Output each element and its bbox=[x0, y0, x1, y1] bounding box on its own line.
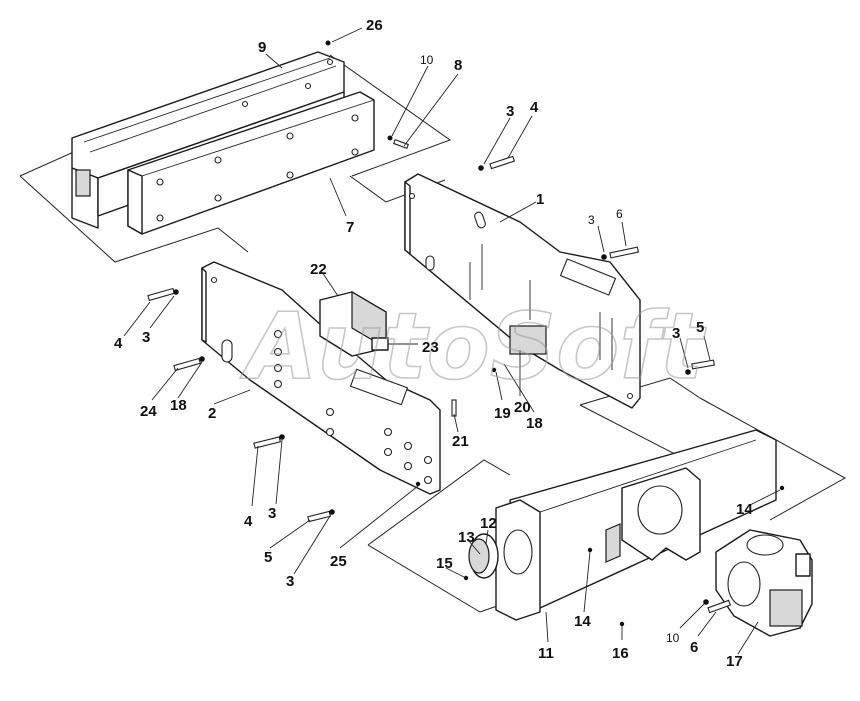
callout-3: 3 bbox=[506, 103, 514, 120]
callout-14: 14 bbox=[736, 501, 753, 518]
callout-11: 11 bbox=[538, 645, 554, 662]
part-11-cross-beam bbox=[495, 429, 777, 621]
part-7-front-plate bbox=[127, 82, 375, 235]
callout-4: 4 bbox=[244, 513, 253, 530]
callout-19: 19 bbox=[494, 405, 511, 422]
callout-9: 9 bbox=[258, 39, 266, 56]
plane-bottom-mid bbox=[367, 459, 511, 613]
callout-3: 3 bbox=[672, 325, 680, 342]
callout-7: 7 bbox=[346, 219, 354, 236]
plane-right-low bbox=[699, 397, 847, 521]
callout-8: 8 bbox=[454, 57, 462, 74]
watermark-text: AutoSoft bbox=[240, 293, 706, 400]
leader-lines bbox=[123, 27, 781, 655]
plate-1-face bbox=[404, 173, 641, 409]
callout-1: 1 bbox=[536, 191, 544, 208]
beam-9-notch bbox=[75, 169, 91, 197]
callout-15: 15 bbox=[436, 555, 453, 572]
plate-2-face bbox=[201, 261, 441, 495]
callout-23: 23 bbox=[422, 339, 439, 356]
callout-10: 10 bbox=[420, 53, 434, 67]
callout-4: 4 bbox=[114, 335, 123, 352]
callout-2: 2 bbox=[208, 405, 216, 422]
callout-26: 26 bbox=[366, 17, 383, 34]
callout-18: 18 bbox=[526, 415, 543, 432]
plate-1-bracket bbox=[509, 325, 547, 355]
hitch-17-jaw bbox=[769, 589, 803, 627]
part-12-13-disc bbox=[468, 533, 499, 579]
callout-18: 18 bbox=[170, 397, 187, 414]
hitch-17-ear bbox=[795, 553, 811, 577]
callout-12: 12 bbox=[480, 515, 497, 532]
callout-22: 22 bbox=[310, 261, 327, 278]
callout-20: 20 bbox=[514, 399, 531, 416]
plate-2-edge bbox=[201, 267, 207, 343]
plate-1-edge bbox=[404, 181, 411, 255]
callout-5: 5 bbox=[696, 319, 704, 336]
callout-labels: 26 9 10 8 3 4 1 7 3 6 22 4 3 23 3 5 24 1… bbox=[114, 17, 753, 670]
callout-3: 3 bbox=[286, 573, 294, 590]
callout-25: 25 bbox=[330, 553, 347, 570]
callout-3: 3 bbox=[268, 505, 276, 522]
callout-3: 3 bbox=[142, 329, 150, 346]
part-1-right-side-plate bbox=[404, 173, 641, 409]
part-17-hitch-assembly bbox=[715, 529, 813, 637]
callout-17: 17 bbox=[726, 653, 743, 670]
callout-4: 4 bbox=[530, 99, 539, 116]
callout-6: 6 bbox=[690, 639, 698, 656]
callout-10: 10 bbox=[666, 631, 680, 645]
callout-21: 21 bbox=[452, 433, 469, 450]
beam-11-tab bbox=[605, 523, 621, 563]
callout-14: 14 bbox=[574, 613, 591, 630]
callout-13: 13 bbox=[458, 529, 475, 546]
callout-3: 3 bbox=[588, 213, 595, 227]
plate-7-edge bbox=[127, 169, 143, 235]
fasteners bbox=[147, 40, 785, 627]
callout-5: 5 bbox=[264, 549, 272, 566]
bolt-21 bbox=[451, 399, 457, 417]
part-2-left-side-plate bbox=[201, 261, 441, 495]
callout-6: 6 bbox=[616, 207, 623, 221]
callout-16: 16 bbox=[612, 645, 629, 662]
callout-24: 24 bbox=[140, 403, 157, 420]
